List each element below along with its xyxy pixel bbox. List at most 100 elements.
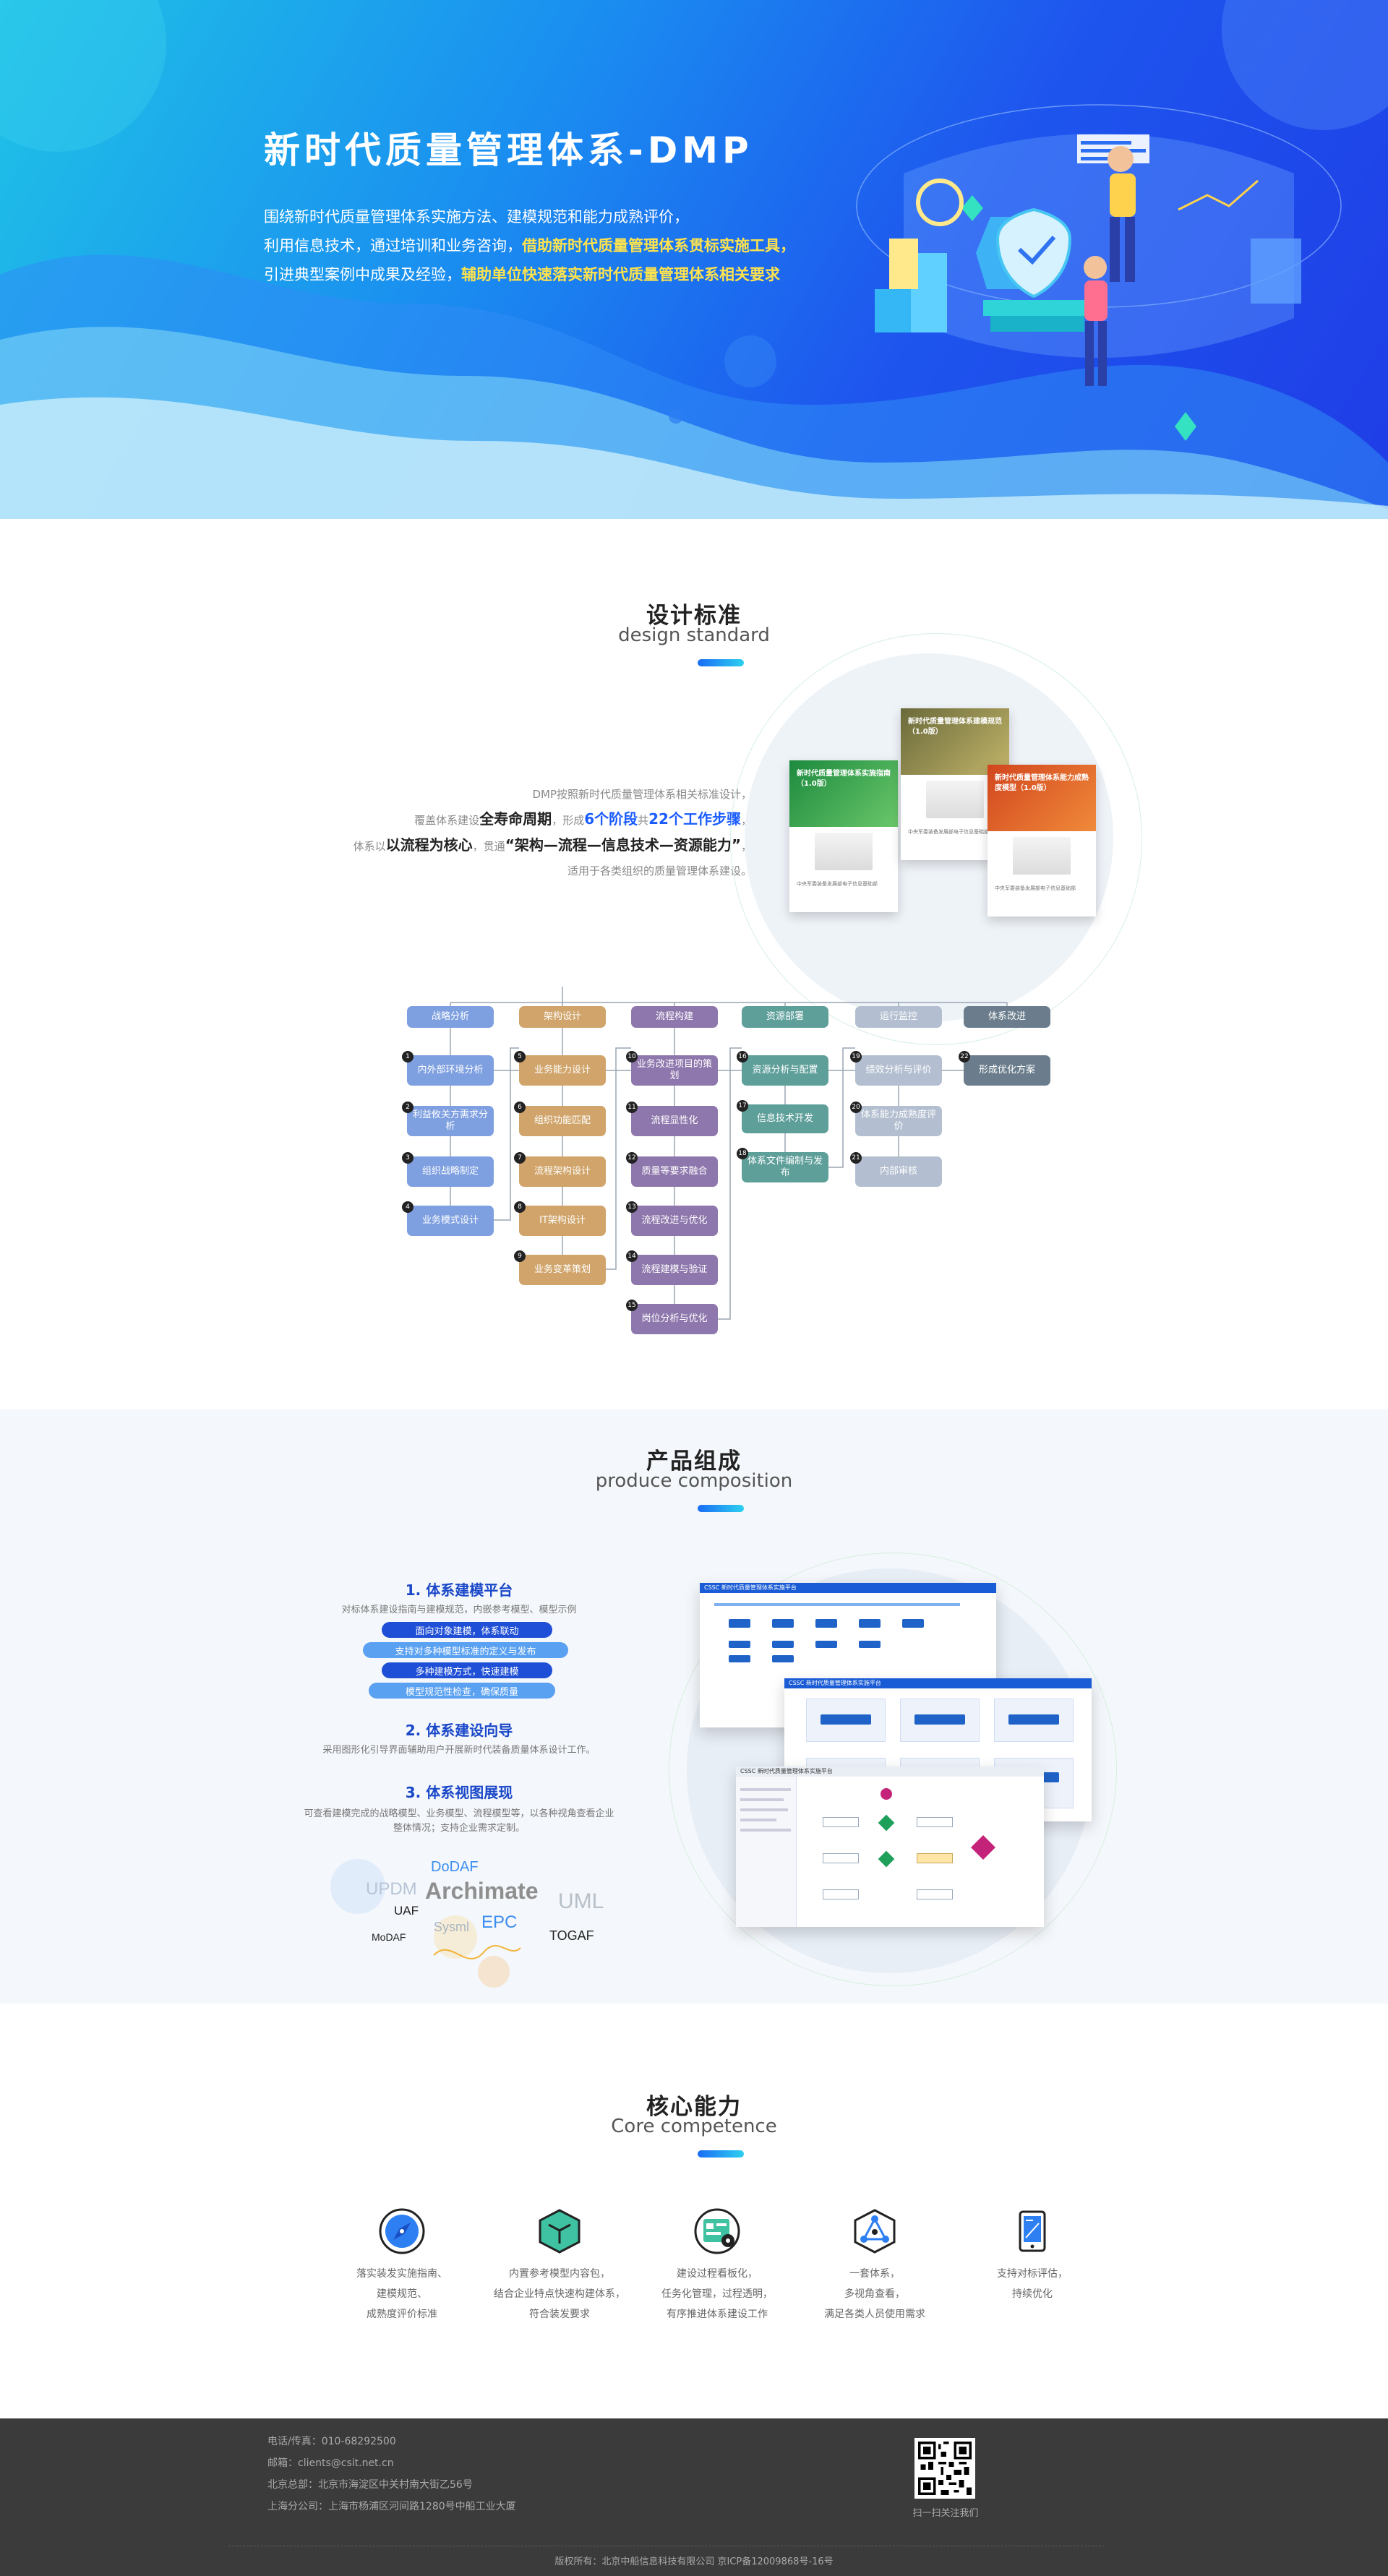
flow-head-improvement: 体系改进 bbox=[964, 1006, 1050, 1028]
core-section-underline bbox=[698, 2150, 744, 2158]
flow-step-19: 绩效分析与评价 bbox=[855, 1055, 942, 1086]
core-item-multi-view: 一套体系， 多视角查看， 满足各类人员使用需求 bbox=[824, 2268, 925, 2320]
design-decor-ring bbox=[730, 633, 1142, 1045]
product-decor-ring bbox=[669, 1553, 1117, 1986]
feature-modeling-platform-desc: 对标体系建设指南与建模规范，内嵌参考模型、模型示例 bbox=[341, 1605, 577, 1615]
hero-title: 新时代质量管理体系-DMP bbox=[264, 129, 753, 171]
compass-icon bbox=[379, 2208, 425, 2254]
flow-step-number: 16 bbox=[737, 1051, 748, 1062]
feature-pill: 支持对多种模型标准的定义与发布 bbox=[363, 1642, 568, 1658]
design-section-subtitle: design standard bbox=[618, 624, 770, 646]
hero-banner: 新时代质量管理体系-DMP 围绕新时代质量管理体系实施方法、建模规范和能力成熟评… bbox=[0, 0, 1388, 519]
book-cover-image bbox=[1013, 837, 1071, 875]
flow-step-number: 18 bbox=[737, 1148, 748, 1159]
footer-address-shanghai: 上海分公司：上海市杨浦区河间路1280号中船工业大厦 bbox=[267, 2501, 516, 2512]
flow-step-number: 17 bbox=[737, 1100, 748, 1112]
flow-step-7: 流程架构设计 bbox=[519, 1156, 606, 1187]
flow-step-15: 岗位分析与优化 bbox=[631, 1304, 718, 1334]
product-section-underline bbox=[698, 1505, 744, 1512]
flow-step-number: 22 bbox=[959, 1051, 970, 1062]
flow-step-1: 内外部环境分析 bbox=[407, 1055, 494, 1086]
flow-step-21: 内部审核 bbox=[855, 1156, 942, 1187]
page-footer bbox=[0, 2418, 1388, 2576]
tag-updm: UPDM bbox=[366, 1879, 417, 1899]
flow-step-number: 13 bbox=[626, 1201, 638, 1213]
flow-step-number: 9 bbox=[514, 1250, 526, 1262]
process-icon bbox=[694, 2208, 740, 2254]
flow-step-3: 组织战略制定 bbox=[407, 1156, 494, 1187]
flow-step-number: 2 bbox=[402, 1102, 414, 1113]
feature-views-desc: 可查看建模完成的战略模型、业务模型、流程模型等，以各种视角查看企业 整体情况；支… bbox=[304, 1808, 614, 1834]
product-section-subtitle: produce composition bbox=[595, 1470, 793, 1492]
tag-archimate: Archimate bbox=[425, 1878, 539, 1904]
design-section-title: 设计标准 bbox=[646, 603, 742, 629]
flow-step-8: IT架构设计 bbox=[519, 1206, 606, 1236]
flow-step-2: 利益攸关方需求分析 bbox=[407, 1106, 494, 1136]
hero-description: 围绕新时代质量管理体系实施方法、建模规范和能力成熟评价， 利用信息技术，通过培训… bbox=[264, 208, 795, 283]
screenshot-process-editor: CSSC 新时代质量管理体系实施平台 bbox=[736, 1766, 1044, 1927]
tag-dodaf: DoDAF bbox=[431, 1859, 479, 1875]
hero-illustration bbox=[856, 104, 1342, 441]
core-item-benchmark: 支持对标评估， 持续优化 bbox=[997, 2268, 1068, 2300]
flow-step-number: 19 bbox=[850, 1051, 862, 1062]
flow-step-number: 21 bbox=[850, 1152, 862, 1164]
flow-head-architecture: 架构设计 bbox=[519, 1006, 606, 1028]
flow-step-12: 质量等要求融合 bbox=[631, 1156, 718, 1187]
feature-pill: 面向对象建模，体系联动 bbox=[382, 1622, 552, 1638]
feature-pill: 多种建模方式，快速建模 bbox=[382, 1662, 552, 1678]
core-item-reference-model: 内置参考模型内容包， 结合企业特点快速构建体系， 符合装发要求 bbox=[494, 2268, 625, 2320]
flow-step-number: 14 bbox=[626, 1250, 638, 1262]
flow-step-number: 3 bbox=[402, 1152, 414, 1164]
footer-email[interactable]: 邮箱：clients@csit.net.cn bbox=[267, 2457, 394, 2469]
core-section-subtitle: Core competence bbox=[611, 2116, 777, 2137]
qr-code bbox=[914, 2438, 975, 2499]
report-icon bbox=[1019, 2210, 1046, 2252]
flow-step-11: 流程显性化 bbox=[631, 1106, 718, 1136]
flow-step-number: 12 bbox=[626, 1152, 638, 1164]
feature-wizard-title: 2. 体系建设向导 bbox=[405, 1722, 513, 1739]
tag-uml: UML bbox=[558, 1889, 604, 1913]
hero-wave-background bbox=[0, 0, 1388, 519]
flow-step-number: 4 bbox=[402, 1201, 414, 1213]
tag-sysml: Sysml bbox=[434, 1920, 469, 1934]
feature-pill: 模型规范性检查，确保质量 bbox=[369, 1683, 555, 1699]
footer-copyright: 版权所有：北京中船信息科技有限公司 京ICP备12009868号-16号 bbox=[554, 2556, 834, 2567]
flow-step-number: 1 bbox=[402, 1051, 414, 1062]
flow-step-number: 15 bbox=[626, 1300, 638, 1311]
flow-head-monitoring: 运行监控 bbox=[855, 1006, 942, 1028]
book-implementation-guide: 新时代质量管理体系实施指南（1.0版） 中央军委装备发展部电子信息基础部 bbox=[789, 760, 898, 912]
flow-step-number: 11 bbox=[626, 1102, 638, 1113]
tag-togaf: TOGAF bbox=[549, 1928, 594, 1943]
flow-step-22: 形成优化方案 bbox=[964, 1055, 1050, 1086]
flow-step-16: 资源分析与配置 bbox=[742, 1055, 828, 1086]
flow-step-14: 流程建模与验证 bbox=[631, 1255, 718, 1285]
flow-step-5: 业务能力设计 bbox=[519, 1055, 606, 1086]
design-description: DMP按照新时代质量管理体系相关标准设计， 覆盖体系建设全寿命周期，形成6个阶段… bbox=[353, 788, 752, 877]
qr-caption: 扫一扫关注我们 bbox=[912, 2508, 979, 2519]
flow-step-18: 体系文件编制与发布 bbox=[742, 1152, 828, 1182]
footer-address-beijing: 北京总部：北京市海淀区中关村南大街乙56号 bbox=[267, 2479, 473, 2491]
network-icon bbox=[854, 2209, 896, 2254]
core-item-standards: 落实装发实施指南、 建模规范、 成熟度评价标准 bbox=[356, 2268, 447, 2320]
flow-step-number: 6 bbox=[514, 1102, 526, 1113]
tag-modaf: MoDAF bbox=[372, 1931, 406, 1943]
flow-head-resource: 资源部署 bbox=[742, 1006, 828, 1028]
feature-views-title: 3. 体系视图展现 bbox=[405, 1784, 513, 1801]
flow-step-number: 20 bbox=[850, 1102, 862, 1113]
flow-step-9: 业务变革策划 bbox=[519, 1255, 606, 1285]
flow-step-17: 信息技术开发 bbox=[742, 1104, 828, 1133]
book-cover-image bbox=[926, 781, 984, 818]
cube-icon bbox=[539, 2209, 581, 2254]
flow-step-number: 8 bbox=[514, 1201, 526, 1213]
design-section-underline bbox=[698, 659, 744, 666]
core-item-kanban: 建设过程看板化， 任务化管理，过程透明， 有序推进体系建设工作 bbox=[661, 2268, 773, 2320]
footer-phone: 电话/传真：010-68292500 bbox=[267, 2436, 396, 2447]
flow-step-6: 组织功能匹配 bbox=[519, 1106, 606, 1136]
flow-step-4: 业务模式设计 bbox=[407, 1206, 494, 1236]
flow-head-strategy: 战略分析 bbox=[407, 1006, 494, 1028]
flow-step-number: 10 bbox=[626, 1051, 638, 1062]
tag-uaf: UAF bbox=[394, 1904, 419, 1918]
core-section-title: 核心能力 bbox=[646, 2094, 742, 2120]
flow-head-process: 流程构建 bbox=[631, 1006, 718, 1028]
flow-step-number: 7 bbox=[514, 1152, 526, 1164]
